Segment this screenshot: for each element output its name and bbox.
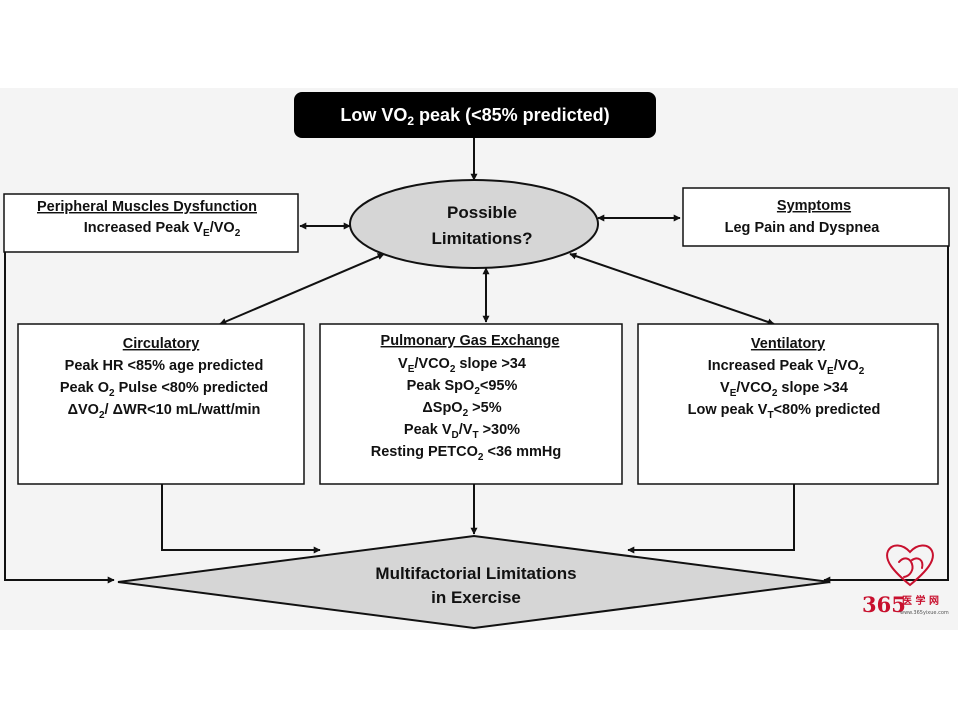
- line-ventilatory-down: [627, 484, 795, 554]
- peripheral-muscles-box: Peripheral Muscles Dysfunction Increased…: [3, 193, 299, 253]
- svg-text:Resting PETCO2 <36 mmHg: Resting PETCO2 <36 mmHg: [371, 444, 562, 463]
- svg-text:Symptoms: Symptoms: [777, 198, 851, 214]
- line-symptoms-down: [823, 246, 949, 584]
- ventilatory-box: Ventilatory Increased Peak VE/VO2 VE/VCO…: [637, 323, 939, 485]
- svg-text:ΔVO2/ ΔWR<10 mL/watt/min: ΔVO2/ ΔWR<10 mL/watt/min: [68, 402, 261, 421]
- arrow-center-ventilatory: [569, 252, 775, 326]
- arrow-center-circulatory: [219, 253, 385, 325]
- symptoms-box: Symptoms Leg Pain and Dyspnea: [682, 187, 950, 247]
- svg-text:Increased Peak VE/VO2: Increased Peak VE/VO2: [708, 358, 865, 377]
- svg-text:Peak O2 Pulse <80% predicted: Peak O2 Pulse <80% predicted: [60, 380, 268, 399]
- svg-text:Peak HR <85% age predicted: Peak HR <85% age predicted: [65, 358, 264, 374]
- svg-text:Ventilatory: Ventilatory: [751, 336, 825, 352]
- svg-text:ΔSpO2 >5%: ΔSpO2 >5%: [422, 400, 501, 419]
- watermark-url: www.365yixue.com: [900, 610, 949, 616]
- watermark-site: 医 学 网: [902, 594, 939, 607]
- svg-text:Circulatory: Circulatory: [123, 336, 200, 352]
- possible-limitations-node: Possible Limitations?: [349, 179, 599, 269]
- pulmonary-gas-exchange-box: Pulmonary Gas Exchange VE/VCO2 slope >34…: [319, 323, 623, 485]
- multifactorial-limitations-node: Multifactorial Limitations in Exercise: [117, 534, 831, 630]
- svg-text:Peak VD/VT >30%: Peak VD/VT >30%: [404, 422, 520, 441]
- svg-text:Possible: Possible: [447, 203, 517, 222]
- svg-text:Multifactorial Limitations: Multifactorial Limitations: [375, 564, 576, 583]
- svg-text:Limitations?: Limitations?: [431, 229, 532, 248]
- circulatory-box: Circulatory Peak HR <85% age predicted P…: [17, 323, 305, 485]
- svg-text:Increased Peak VE/VO2: Increased Peak VE/VO2: [84, 220, 241, 239]
- svg-text:VE/VCO2 slope >34: VE/VCO2 slope >34: [398, 356, 526, 375]
- svg-text:in Exercise: in Exercise: [431, 588, 521, 607]
- svg-text:Peripheral Muscles Dysfunction: Peripheral Muscles Dysfunction: [37, 199, 257, 215]
- svg-text:Low VO2 peak (<85% predicted): Low VO2 peak (<85% predicted): [340, 105, 609, 128]
- line-circulatory-down: [161, 484, 321, 554]
- svg-text:Pulmonary Gas Exchange: Pulmonary Gas Exchange: [381, 333, 560, 349]
- heart-logo-icon: [886, 544, 934, 587]
- svg-text:Peak SpO2<95%: Peak SpO2<95%: [407, 378, 518, 397]
- svg-text:Leg Pain and Dyspnea: Leg Pain and Dyspnea: [725, 220, 881, 236]
- line-peripheral-down: [4, 252, 115, 584]
- watermark-logo: 365 医 学 网 www.365yixue.com: [862, 544, 949, 617]
- watermark-number: 365: [862, 592, 906, 617]
- connectors: [4, 138, 949, 584]
- top-box: Low VO2 peak (<85% predicted): [294, 92, 656, 138]
- svg-text:VE/VCO2 slope >34: VE/VCO2 slope >34: [720, 380, 848, 399]
- svg-text:Low peak VT<80% predicted: Low peak VT<80% predicted: [688, 402, 881, 421]
